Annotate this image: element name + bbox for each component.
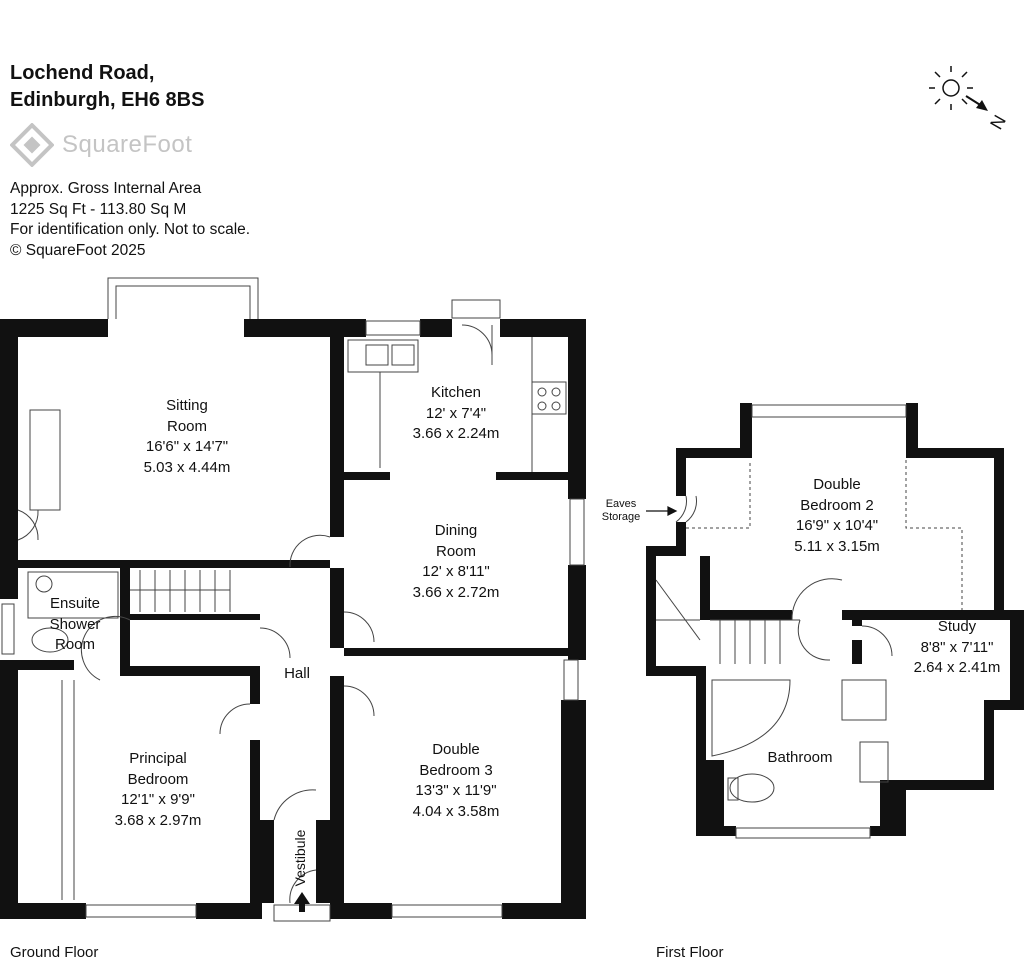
entrance-arrow-icon	[294, 892, 310, 912]
squarefoot-logo-icon	[10, 123, 54, 167]
sun-compass-icon	[929, 66, 988, 111]
room-imperial: 12' x 8'11"	[422, 563, 490, 580]
first-floor-details	[655, 404, 963, 839]
room-name: Room	[435, 542, 476, 560]
ground-floor-walls	[0, 319, 586, 919]
first-floor-label: First Floor	[656, 944, 724, 961]
room-imperial: 12'1" x 9'9"	[121, 791, 195, 808]
room-imperial: 16'9" x 10'4"	[795, 517, 879, 534]
squarefoot-logo: SquareFoot	[10, 122, 192, 168]
info-line-copyright: © SquareFoot 2025	[10, 241, 146, 259]
room-imperial: 16'6" x 14'7"	[145, 438, 229, 455]
room-ensuite-shower-room: Ensuite Shower Room	[50, 594, 101, 656]
room-metric: 5.03 x 4.44m	[143, 458, 231, 476]
room-name: Dining	[434, 522, 478, 539]
room-name: Ensuite	[49, 595, 101, 612]
room-name: Room	[166, 417, 207, 435]
room-double-bedroom-3: Double Bedroom 3 13'3" x 11'9" 4.04 x 3.…	[413, 740, 500, 822]
eaves-label-line2: Storage	[601, 511, 641, 523]
address-line-2: Edinburgh, EH6 8BS	[10, 89, 205, 111]
area-info: Approx. Gross Internal Area 1225 Sq Ft -…	[10, 179, 250, 261]
room-name: Shower	[49, 615, 101, 633]
info-line-disclaimer: For identification only. Not to scale.	[10, 221, 251, 238]
room-name: Sitting	[166, 397, 208, 414]
room-metric: 3.66 x 2.72m	[412, 583, 500, 601]
room-study: Study 8'8" x 7'11" 2.64 x 2.41m	[914, 617, 1001, 679]
room-name: Bathroom	[767, 749, 833, 766]
room-name: Study	[937, 618, 977, 635]
room-metric: 2.64 x 2.41m	[913, 659, 1001, 676]
first-floor-walls	[646, 403, 1024, 836]
eaves-arrow	[646, 506, 678, 516]
room-name: Room	[54, 636, 96, 653]
property-address: Lochend Road, Edinburgh, EH6 8BS	[10, 60, 204, 114]
info-line-area-value: 1225 Sq Ft - 113.80 Sq M	[10, 200, 187, 218]
room-dining-room: Dining Room 12' x 8'11" 3.66 x 2.72m	[413, 521, 500, 603]
room-sitting-room: Sitting Room 16'6" x 14'7" 5.03 x 4.44m	[144, 396, 231, 478]
eaves-label-line1: Eaves	[605, 498, 637, 510]
info-line-area-label: Approx. Gross Internal Area	[10, 180, 202, 197]
room-metric: 3.68 x 2.97m	[114, 811, 202, 829]
room-metric: 5.11 x 3.15m	[794, 537, 880, 555]
room-double-bedroom-2: Double Bedroom 2 16'9" x 10'4" 5.11 x 3.…	[794, 475, 880, 557]
room-name: Double	[813, 476, 861, 493]
room-name: Bedroom 2	[800, 496, 874, 514]
room-name: Kitchen	[430, 384, 482, 401]
room-kitchen: Kitchen 12' x 7'4" 3.66 x 2.24m	[413, 383, 500, 445]
room-bathroom: Bathroom	[767, 748, 832, 769]
room-imperial: 8'8" x 7'11"	[920, 638, 994, 656]
room-name: Bedroom	[127, 770, 189, 788]
eaves-storage-label: Eaves Storage	[602, 498, 641, 524]
room-imperial: 13'3" x 11'9"	[415, 782, 497, 799]
room-name: Principal	[129, 750, 187, 767]
room-imperial: 12' x 7'4"	[425, 404, 487, 422]
room-name: Hall	[284, 665, 310, 682]
room-metric: 3.66 x 2.24m	[412, 425, 500, 442]
room-metric: 4.04 x 3.58m	[412, 802, 500, 820]
ground-floor-label: Ground Floor	[10, 944, 99, 961]
room-hall: Hall	[284, 664, 310, 685]
logo-text: SquareFoot	[62, 131, 193, 158]
ground-floor-details	[1, 277, 585, 922]
address-line-1: Lochend Road,	[10, 62, 155, 84]
room-name: Double	[432, 741, 480, 758]
room-vestibule: Vestibule	[292, 829, 308, 887]
room-name: Bedroom 3	[419, 761, 493, 779]
room-principal-bedroom: Principal Bedroom 12'1" x 9'9" 3.68 x 2.…	[115, 749, 202, 831]
